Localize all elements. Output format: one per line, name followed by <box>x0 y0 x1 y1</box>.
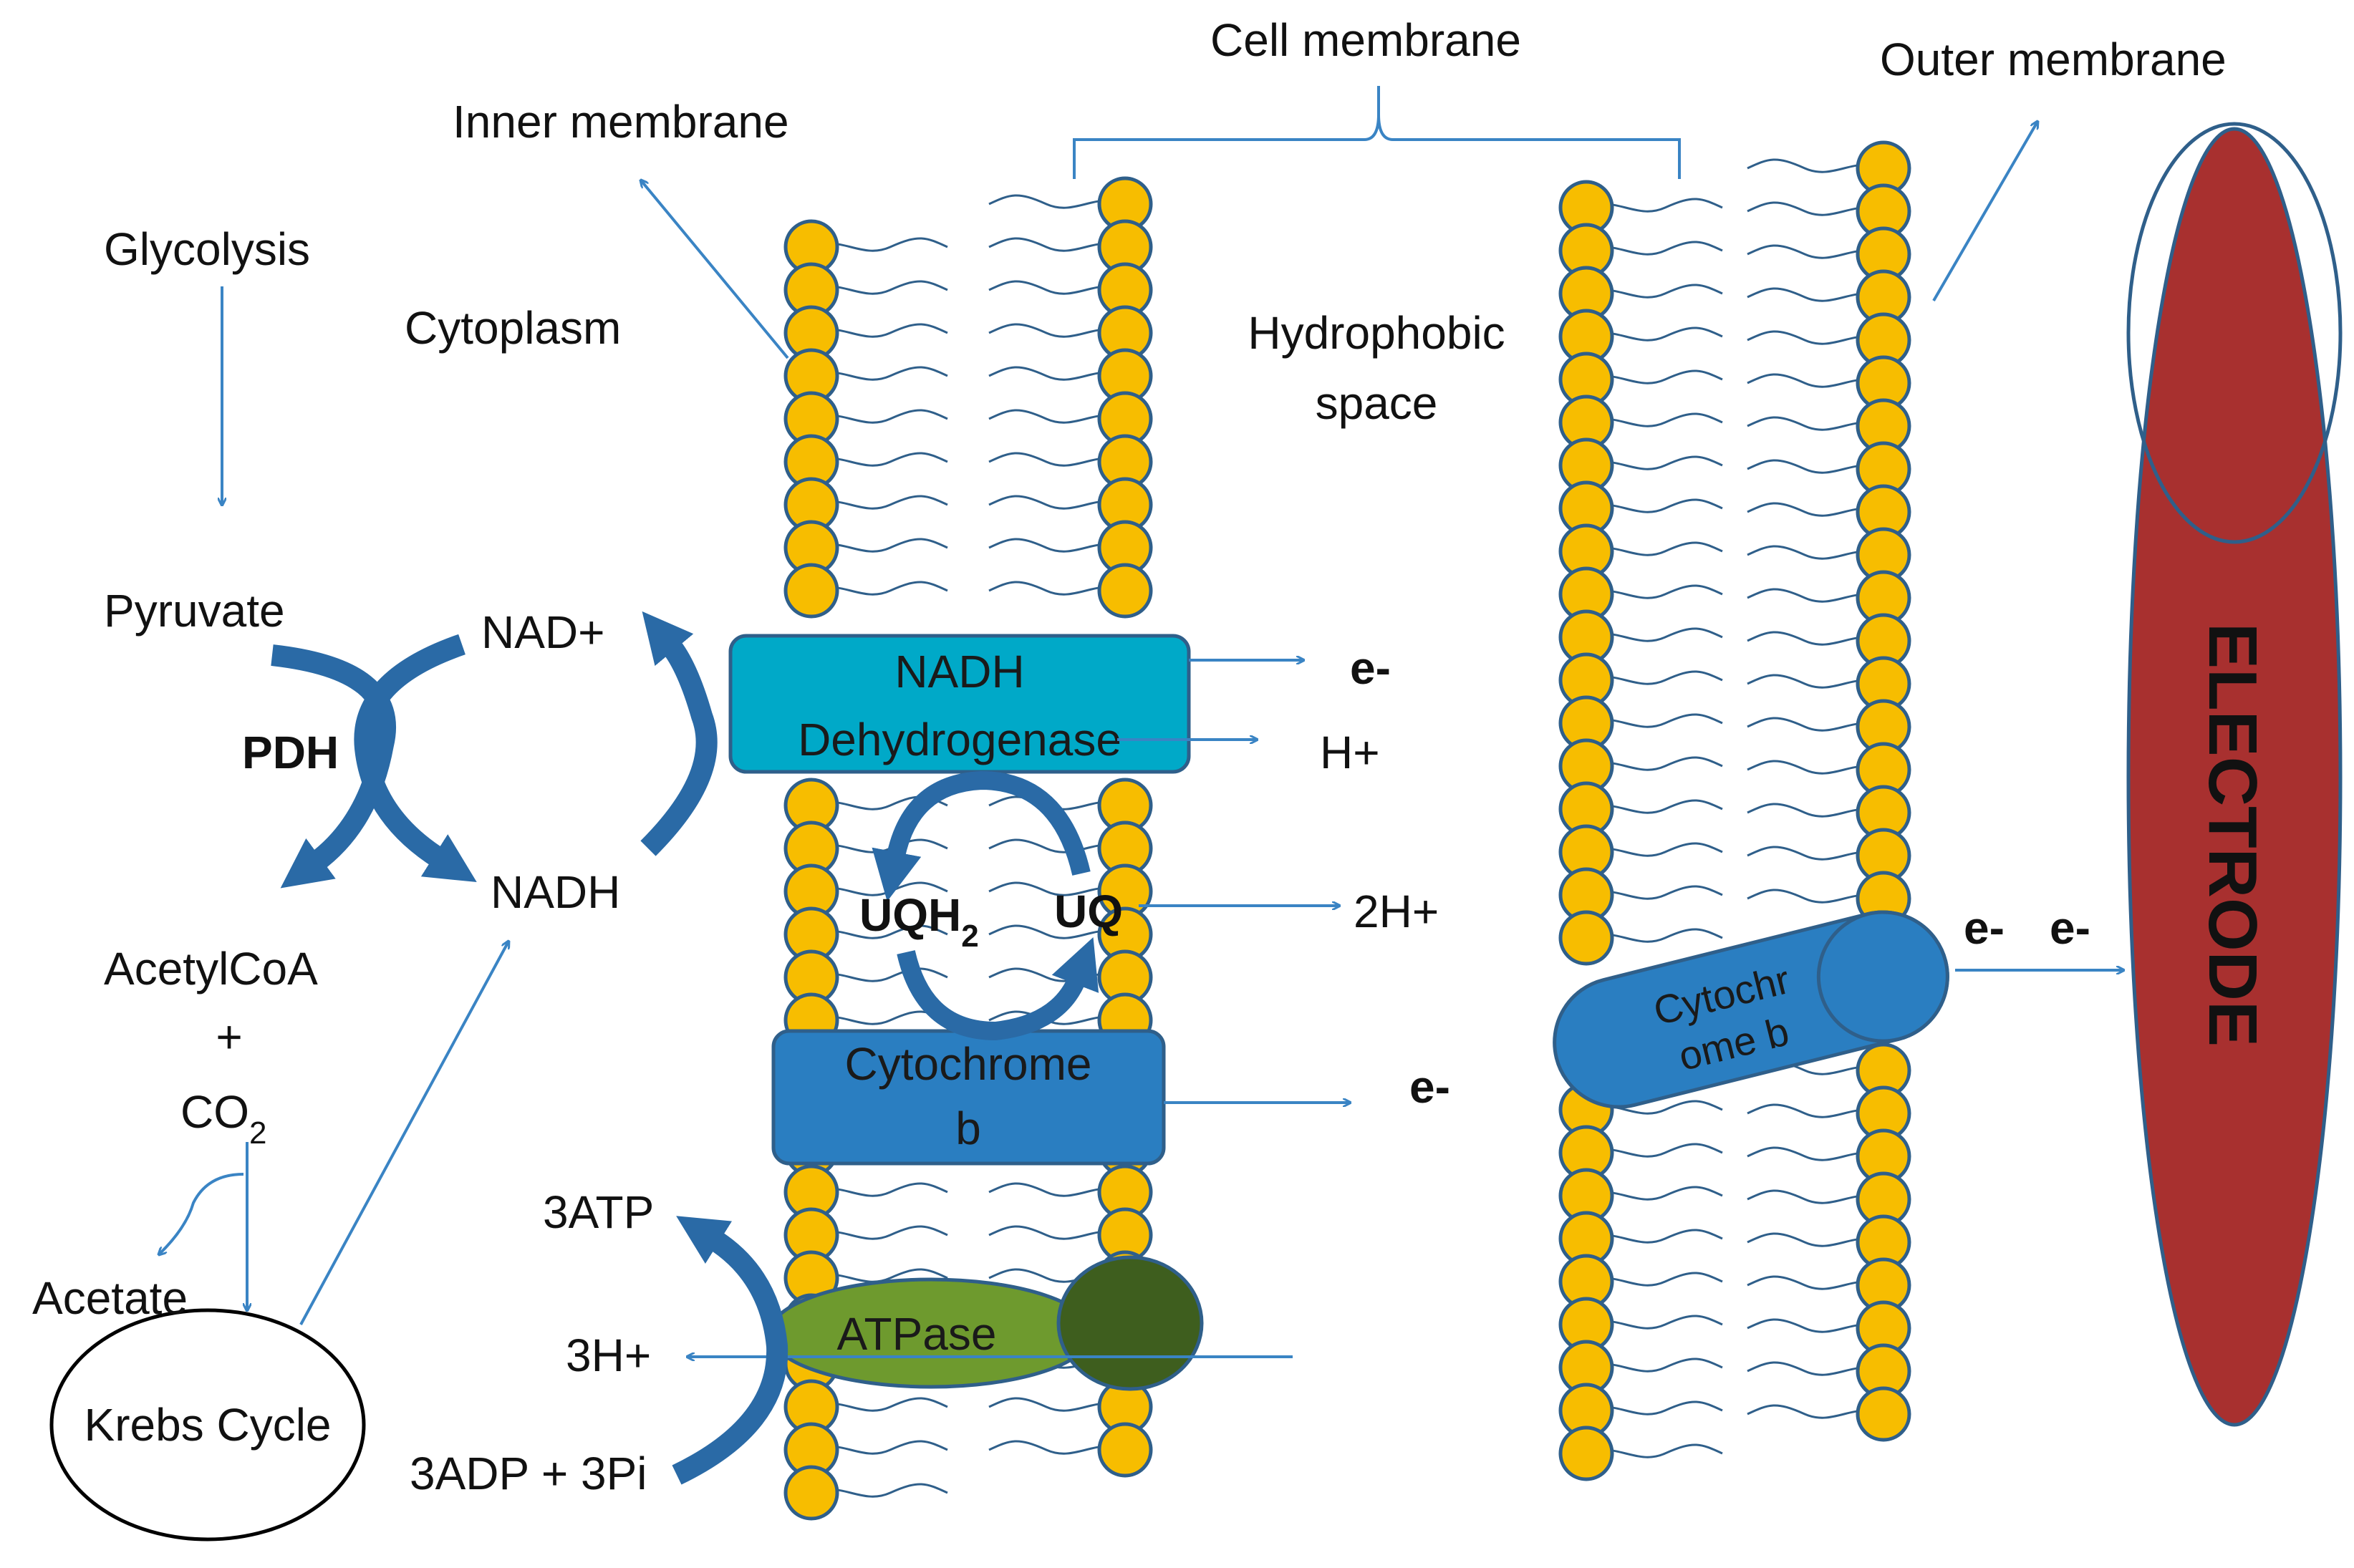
inner-membrane-pointer <box>641 180 789 359</box>
outer-membrane-pointer <box>1932 122 2037 302</box>
outer-right-lipid-head <box>1856 1386 1911 1442</box>
acetylcoa-label: AcetylCoA <box>104 943 318 994</box>
hydrophobic-space-label-2: space <box>1316 377 1438 429</box>
acetate-label: Acetate <box>32 1272 188 1324</box>
krebs-to-nadh-arrow <box>299 942 508 1325</box>
three-atp-label: 3ATP <box>543 1186 654 1238</box>
e-minus-outer-label-1: e- <box>1964 902 2005 954</box>
outer-left-lipid-head <box>1558 910 1614 966</box>
electrode-top-face <box>2126 122 2343 544</box>
inner-right-lipid-head <box>1097 1422 1153 1478</box>
electrode-label: ELECTRODE <box>2194 623 2271 1047</box>
e-minus-cytochrome-label: e- <box>1409 1061 1450 1113</box>
pdh-arrow-nad <box>354 634 477 883</box>
nadh-dehydrogenase-complex <box>728 634 1191 774</box>
pdh-label: PDH <box>242 727 339 778</box>
electrode <box>2126 127 2343 1427</box>
inner-left-lipid-head <box>783 563 839 619</box>
nad-plus-label: NAD+ <box>481 606 605 658</box>
pyruvate-label: Pyruvate <box>104 585 285 637</box>
h-plus-label: H+ <box>1320 727 1380 778</box>
atp-synthesis-arrow <box>672 1216 788 1485</box>
uq-cycle-arrow-bottom <box>897 937 1099 1041</box>
nadh-recycle-arrow <box>640 611 718 856</box>
uq-label: UQ <box>1054 886 1123 937</box>
krebs-cycle-label: Krebs Cycle <box>85 1399 332 1451</box>
uq-cycle-arrow-top <box>872 770 1091 901</box>
pdh-arrow-pyruvate <box>271 644 397 889</box>
cell-membrane-brace <box>1073 86 1681 179</box>
outer-membrane-label: Outer membrane <box>1880 34 2227 85</box>
cytochrome-b-label-1: Cytochrome <box>845 1038 1092 1090</box>
glycolysis-label: Glycolysis <box>104 223 310 275</box>
uqh2-label: UQH2 <box>859 889 979 954</box>
three-h-plus-label: 3H+ <box>566 1330 651 1381</box>
inner-membrane-label: Inner membrane <box>453 96 789 147</box>
cytoplasm-label: Cytoplasm <box>405 302 621 354</box>
e-minus-outer-label-2: e- <box>2050 902 2090 954</box>
nadh-dehydrogenase-label-2: Dehydrogenase <box>798 714 1121 765</box>
outer-cytochrome-b: Cytochr ome b <box>1553 910 1949 1109</box>
inner-left-lipid-head <box>783 1465 839 1521</box>
acetate-branch-arrow <box>159 1173 244 1254</box>
nadh-dehydrogenase-label-1: NADH <box>894 646 1024 697</box>
atpase-head <box>1056 1255 1204 1391</box>
krebs-cycle <box>49 1308 366 1542</box>
atpase-label: ATPase <box>837 1308 997 1360</box>
two-h-plus-label: 2H+ <box>1354 886 1439 937</box>
inner-right-lipid-head <box>1097 563 1153 619</box>
nadh-label: NADH <box>491 866 620 918</box>
three-adp-pi-label: 3ADP + 3Pi <box>410 1448 647 1499</box>
outer-membrane-bilayer <box>1558 140 1911 1481</box>
hydrophobic-space-label-1: Hydrophobic <box>1248 307 1505 359</box>
cell-membrane-label: Cell membrane <box>1210 14 1521 66</box>
outer-left-lipid-head <box>1558 1426 1614 1481</box>
e-minus-nadh-label: e- <box>1350 642 1391 694</box>
plus-label: + <box>216 1011 242 1063</box>
cytochrome-b-label-2: b <box>955 1103 981 1154</box>
co2-label: CO2 <box>180 1086 266 1151</box>
